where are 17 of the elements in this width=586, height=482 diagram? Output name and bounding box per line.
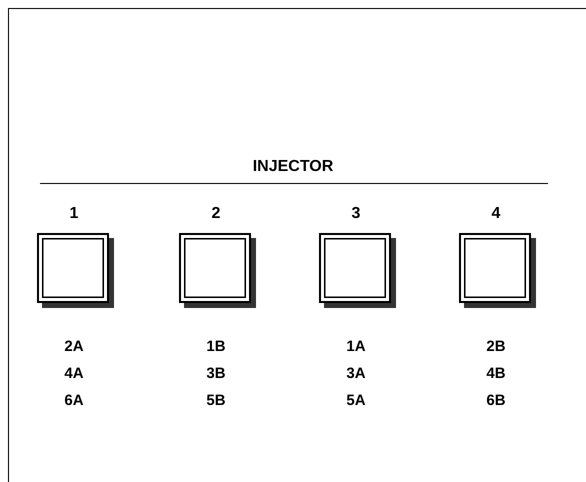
cylinder-label: 4A (63, 365, 85, 382)
injector-number: 4 (490, 205, 502, 223)
cylinder-label: 5A (345, 392, 367, 409)
injector-number: 1 (68, 205, 80, 223)
cylinder-label: 4B (485, 365, 507, 382)
cylinder-label: 1B (205, 338, 227, 355)
cylinder-label: 3A (345, 365, 367, 382)
injector-number: 2 (210, 205, 222, 223)
cylinder-label: 3B (205, 365, 227, 382)
title: INJECTOR (252, 158, 334, 176)
cylinder-label: 1A (345, 338, 367, 355)
cylinder-label: 6A (63, 392, 85, 409)
injector-number: 3 (350, 205, 362, 223)
cylinder-label: 2B (485, 338, 507, 355)
cylinder-label: 5B (205, 392, 227, 409)
cylinder-label: 6B (485, 392, 507, 409)
cylinder-label: 2A (63, 338, 85, 355)
